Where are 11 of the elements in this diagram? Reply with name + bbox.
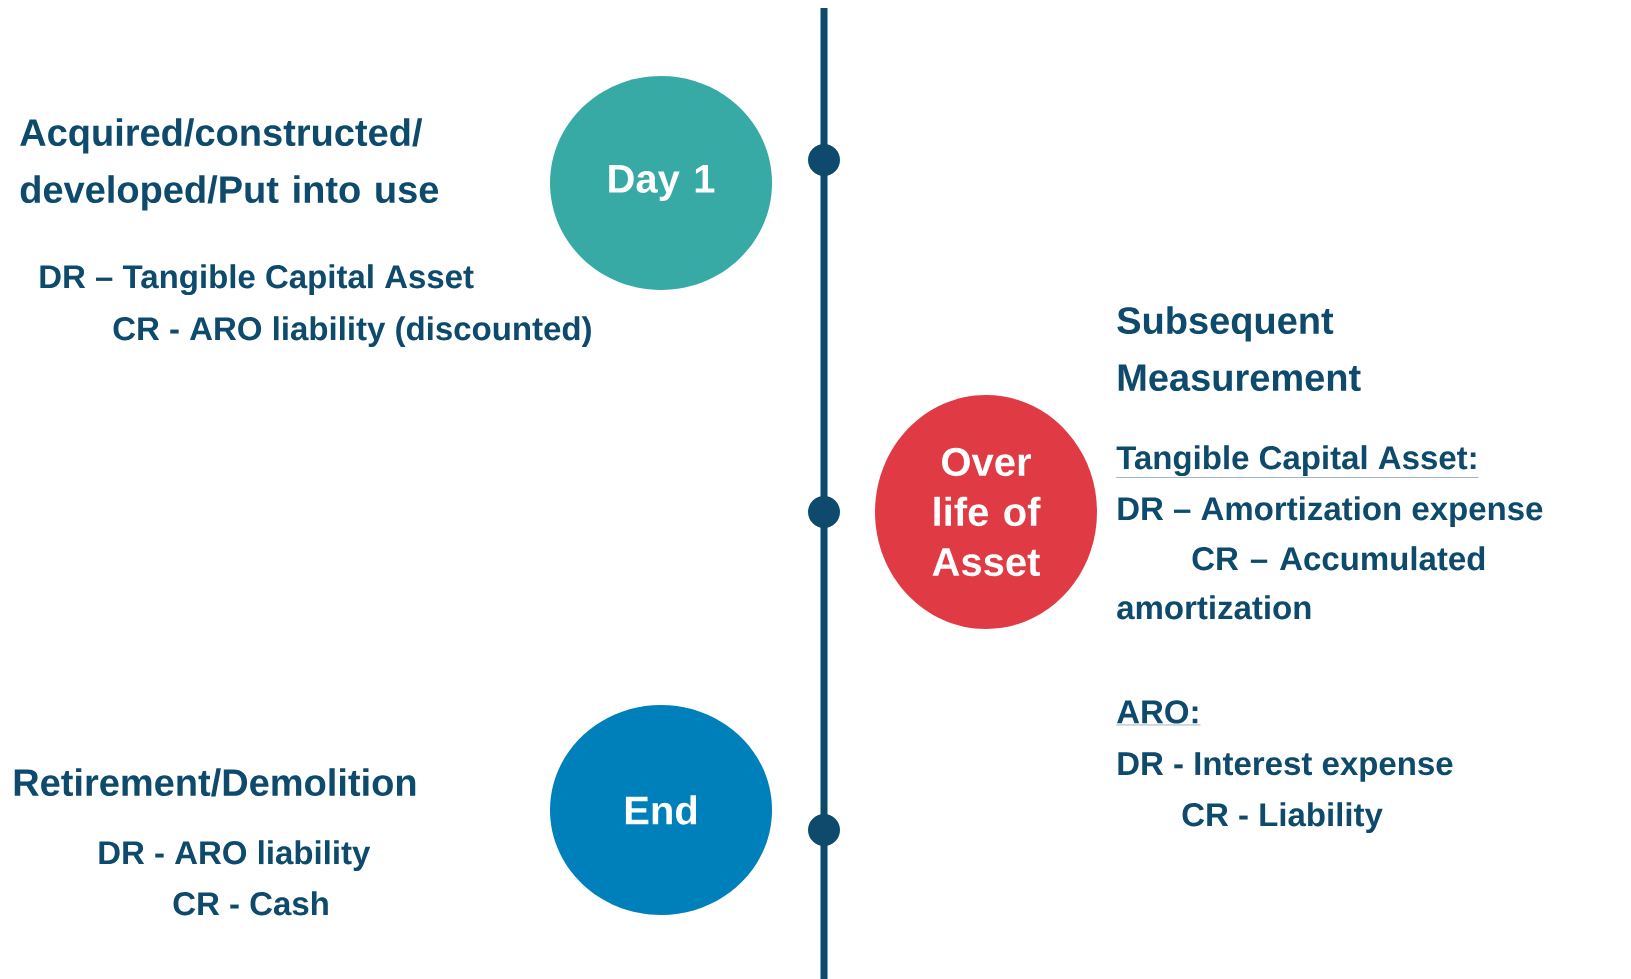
journal-entry: DR - Interest expense [1118, 752, 1453, 782]
journal-entry: DR - ARO liability [99, 840, 371, 871]
subheading: Tangible Capital Asset: [1116, 445, 1479, 478]
subheading: ARO: [1116, 700, 1201, 726]
heading: Subsequent Measurement [1117, 306, 1361, 392]
heading: Retirement/Demolition [14, 768, 416, 797]
journal-entry: CR - Cash [173, 891, 328, 916]
heading: Acquired/constructed/ developed/Put into use [20, 118, 439, 211]
journal-entry: DR – Tangible Capital Asset [40, 264, 474, 296]
journal-entry: CR - ARO liability (discounted) [113, 316, 591, 347]
journal-entry: CR - Liability [1182, 802, 1383, 833]
